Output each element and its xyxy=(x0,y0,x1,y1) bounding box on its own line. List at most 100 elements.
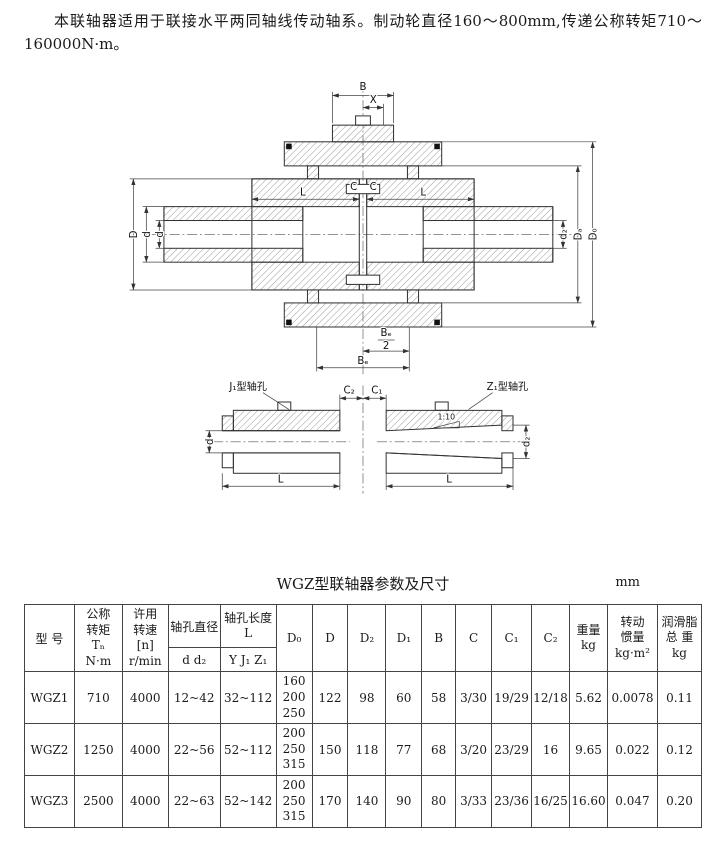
col-header-bore-dia-sub: d d₂ xyxy=(167,647,221,673)
z1-shaft-hole-detail: 1:10 xyxy=(376,400,523,474)
shaft-hubs xyxy=(163,205,554,263)
cell-D0: 200 250 315 xyxy=(275,774,313,828)
main-dimensions: B X L L C C D d xyxy=(128,80,600,371)
detail-views: 1:10 C₂ C₁ J₁型轴孔 Z₁型轴孔 d xyxy=(204,378,534,494)
dim-label-d-bore: d xyxy=(155,231,166,237)
col-header-model: 型 号 xyxy=(24,604,75,673)
cell-torque: 710 xyxy=(73,671,123,725)
cell-inertia: 0.022 xyxy=(607,723,658,776)
col-header-D1: D₁ xyxy=(385,604,423,673)
cell-D1: 90 xyxy=(385,774,423,828)
col-header-C2: C₂ xyxy=(531,604,571,673)
table-row: WGZ2 1250 4000 22~56 52~112 200 250 315 … xyxy=(24,723,703,776)
dim-label-C-right: C xyxy=(370,181,377,192)
cell-speed: 4000 xyxy=(121,723,169,776)
col-header-C1: C₁ xyxy=(491,604,533,673)
z1-hole-label: Z₁型轴孔 xyxy=(487,379,529,392)
taper-symbol xyxy=(433,420,460,428)
cell-D2: 140 xyxy=(347,774,387,828)
col-header-inertia: 转动 惯量 kg·m² xyxy=(607,604,658,673)
brake-wheel xyxy=(283,114,443,328)
cell-C2: 16/25 xyxy=(531,774,571,828)
cell-C1: 23/29 xyxy=(491,723,533,776)
sleeve-wall xyxy=(366,177,475,207)
cell-bore-dia: 22~56 xyxy=(167,723,221,776)
dim-label-Be: Bₑ xyxy=(357,356,368,367)
dim-label-L-left: L xyxy=(300,187,306,198)
cell-D0: 200 250 315 xyxy=(275,723,313,776)
dim-label-L-detail-left: L xyxy=(278,474,284,485)
top-bolt xyxy=(355,114,371,126)
cell-B: 58 xyxy=(421,671,457,725)
cell-speed: 4000 xyxy=(121,774,169,828)
web-plate xyxy=(306,164,320,179)
taper-label: 1:10 xyxy=(438,412,456,421)
col-header-B: B xyxy=(421,604,457,673)
cell-bore-len: 52~142 xyxy=(219,774,277,828)
cell-grease: 0.11 xyxy=(656,671,703,725)
col-header-D0: D₀ xyxy=(275,604,313,673)
dim-label-d-hub: d xyxy=(142,231,153,237)
brake-rim-top xyxy=(283,140,443,166)
col-header-grease: 润滑脂 总 重 kg xyxy=(656,604,703,673)
dim-label-L-right: L xyxy=(420,187,426,198)
right-hub-wall xyxy=(422,205,554,221)
seal-block xyxy=(286,319,292,325)
table-row: WGZ1 710 4000 12~42 32~112 160 200 250 1… xyxy=(24,671,703,725)
cell-C: 3/30 xyxy=(455,671,493,725)
cell-C2: 16 xyxy=(531,723,571,776)
col-header-torque: 公称 转矩 Tₙ N·m xyxy=(73,604,123,673)
z1-step-bottom xyxy=(501,451,514,468)
dim-label-Be-numerator: Bₑ xyxy=(381,328,392,339)
web-plate xyxy=(406,164,420,179)
cell-D1: 77 xyxy=(385,723,423,776)
col-header-D2: D₂ xyxy=(347,604,387,673)
dim-label-B: B xyxy=(360,81,367,92)
cell-model: WGZ1 xyxy=(24,671,75,725)
dim-label-Be-denominator: 2 xyxy=(383,341,389,352)
cell-bore-len: 52~112 xyxy=(219,723,277,776)
table-title-row: WGZ型联轴器参数及尺寸 mm xyxy=(24,573,702,594)
cell-grease: 0.12 xyxy=(656,723,703,776)
sleeve-wall xyxy=(251,177,360,207)
cell-torque: 1250 xyxy=(73,723,123,776)
table-row: WGZ3 2500 4000 22~63 52~142 200 250 315 … xyxy=(24,774,703,828)
col-header-speed: 许用 转速 [n] r/min xyxy=(121,604,169,673)
cell-C: 3/20 xyxy=(455,723,493,776)
cell-model: WGZ3 xyxy=(24,774,75,828)
dim-label-d2: d₂ xyxy=(559,229,570,240)
dim-label-C2: C₂ xyxy=(344,385,355,396)
cell-inertia: 0.047 xyxy=(607,774,658,828)
sleeve-wall xyxy=(366,261,475,290)
dim-label-C-left: C xyxy=(350,181,357,192)
flange-bolt xyxy=(345,274,381,285)
col-header-C: C xyxy=(455,604,493,673)
cell-D1: 60 xyxy=(385,671,423,725)
j1-shaft-hole-detail xyxy=(213,400,351,474)
cell-weight: 9.65 xyxy=(569,723,608,776)
intro-paragraph: 本联轴器适用于联接水平两同轴线传动轴系。制动轮直径160～800mm,传递公称转… xyxy=(24,12,702,54)
table-body: WGZ1 710 4000 12~42 32~112 160 200 250 1… xyxy=(24,671,703,828)
cell-bore-dia: 22~63 xyxy=(167,774,221,828)
cell-torque: 2500 xyxy=(73,774,123,828)
brake-rim-bottom xyxy=(283,301,443,328)
dim-label-d2-detail: d₂ xyxy=(522,436,533,447)
dim-label-L-detail-right: L xyxy=(446,474,452,485)
coupling-drawing-svg: B X L L C C D d xyxy=(128,80,600,494)
j1-step xyxy=(221,414,234,431)
cell-weight: 5.62 xyxy=(569,671,608,725)
cell-D2: 118 xyxy=(347,723,387,776)
table-title: WGZ型联轴器参数及尺寸 xyxy=(276,575,450,594)
left-hub-wall xyxy=(163,205,304,221)
header-row-2: d d₂ Y J₁ Z₁ xyxy=(25,647,702,673)
cell-model: WGZ2 xyxy=(24,723,75,776)
j1-step-bottom xyxy=(221,451,234,468)
web-plate xyxy=(306,288,320,303)
z1-wall-bottom xyxy=(385,451,503,474)
right-hub-wall xyxy=(422,247,554,263)
table-header: 型 号 公称 转矩 Tₙ N·m 许用 转速 [n] r/min 轴孔直径 轴孔… xyxy=(24,604,703,673)
col-header-bore-dia: 轴孔直径 xyxy=(167,604,221,649)
parameters-table: 型 号 公称 转矩 Tₙ N·m 许用 转速 [n] r/min 轴孔直径 轴孔… xyxy=(24,604,703,828)
brake-hub xyxy=(331,124,395,142)
cell-weight: 16.60 xyxy=(569,774,608,828)
